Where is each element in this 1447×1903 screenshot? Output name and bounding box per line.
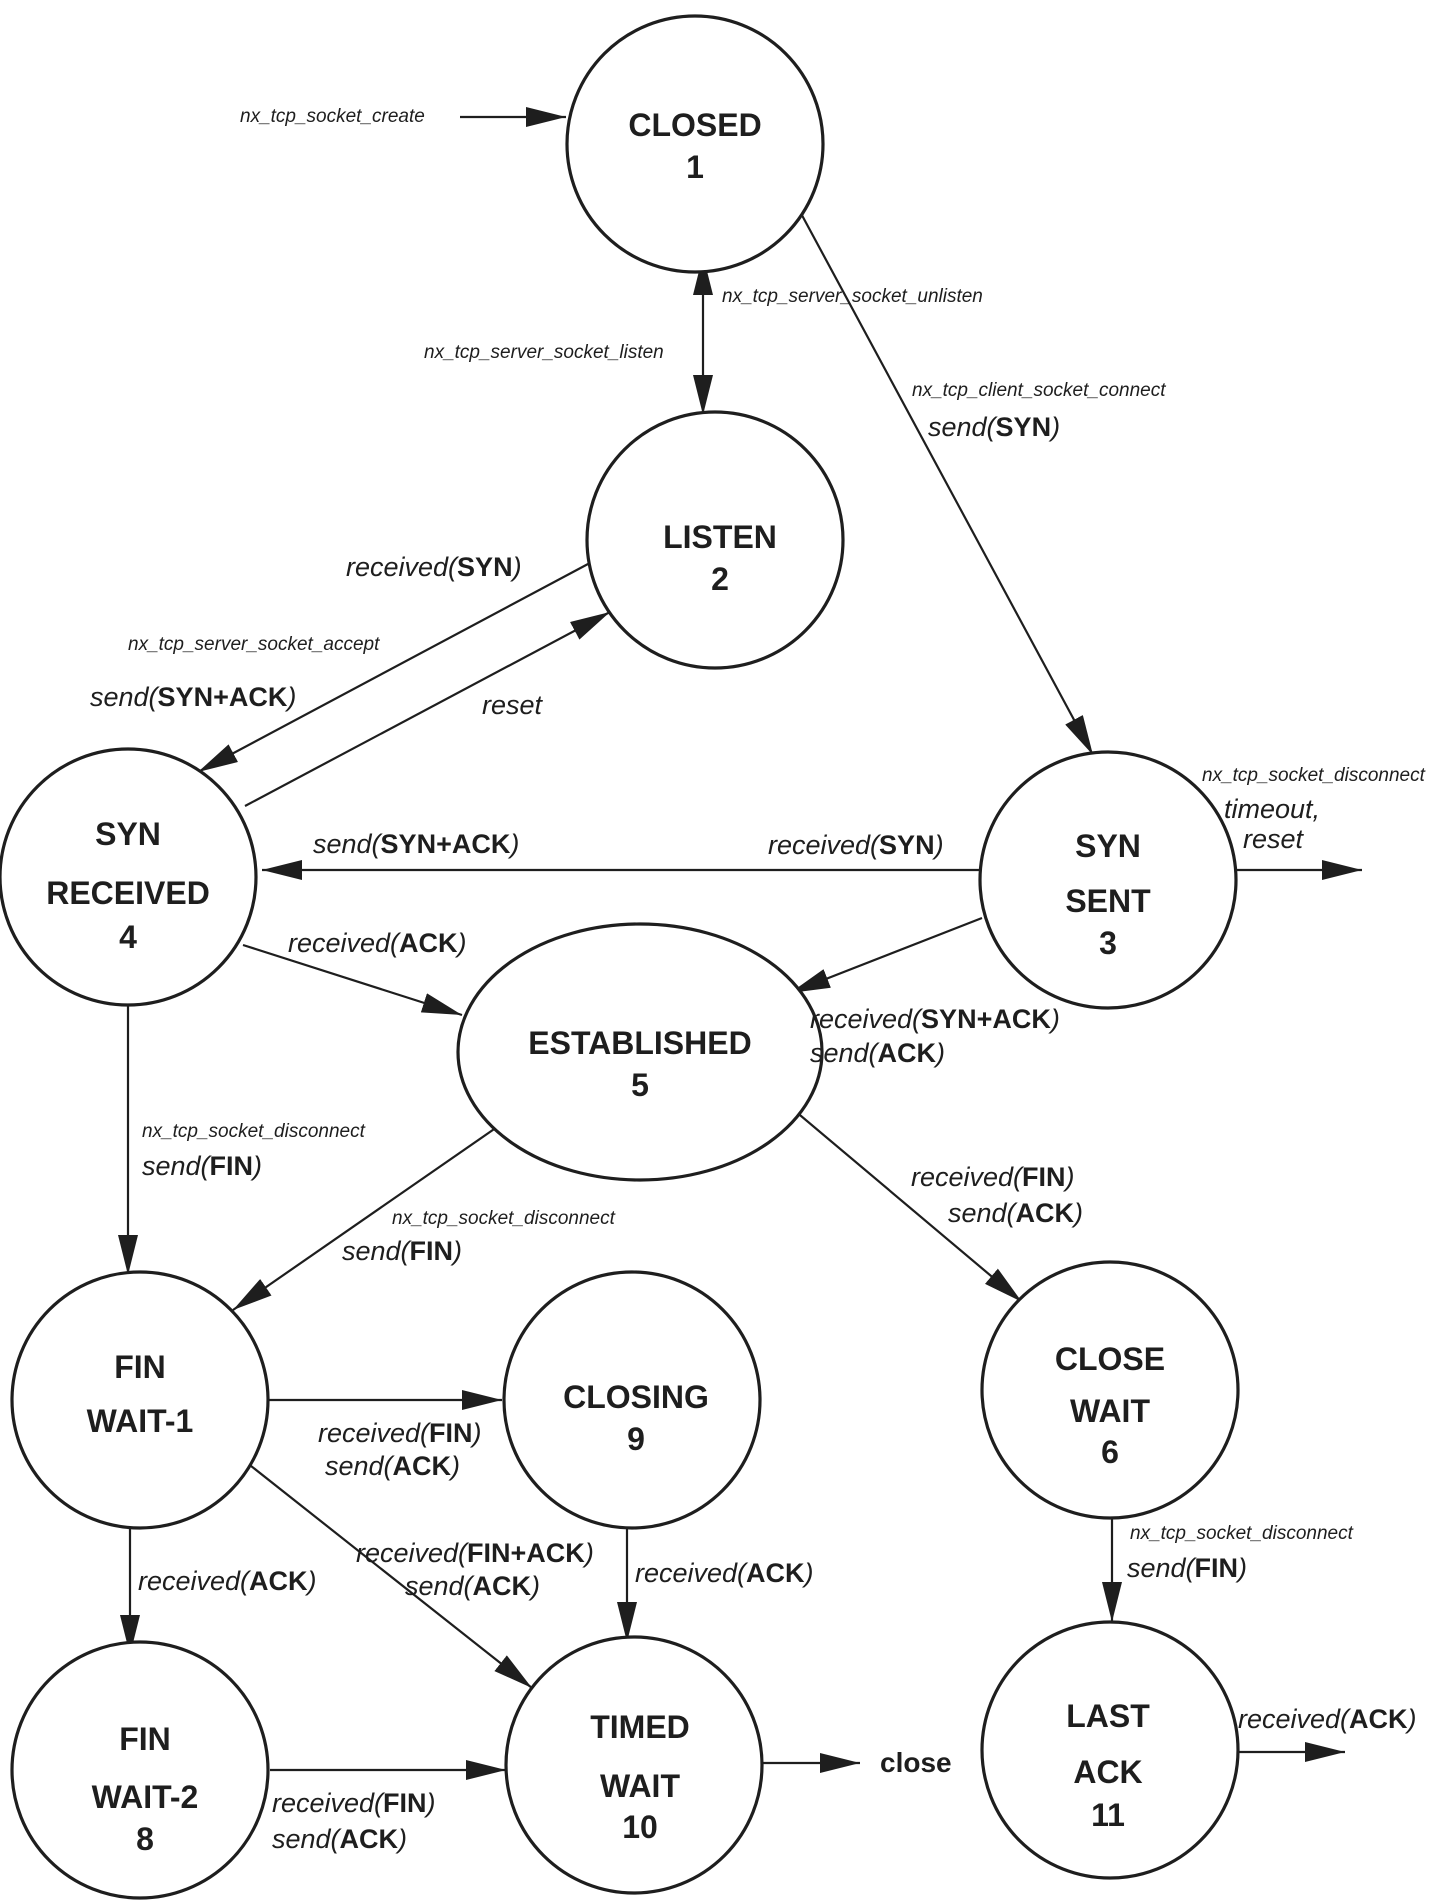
state-timed-wait: TIMED WAIT 10 [504,1635,764,1895]
state-established-name: ESTABLISHED [528,1025,751,1061]
label-client-connect: nx_tcp_client_socket_connect [912,380,1166,401]
state-closing: CLOSING 9 [502,1270,762,1530]
action-send-fin-closewait: send(FIN) [1127,1553,1247,1583]
state-syn-received-name-1: SYN [95,816,161,852]
state-closing-name: CLOSING [563,1379,709,1415]
state-timed-wait-name-2: WAIT [600,1768,680,1804]
label-server-accept: nx_tcp_server_socket_accept [128,634,380,655]
edge-listen-to-synrcvd [197,563,589,773]
label-disconnect-closewait: nx_tcp_socket_disconnect [1130,1523,1354,1544]
label-disconnect-synsent: nx_tcp_socket_disconnect [1202,765,1426,786]
action-send-synack-accept: send(SYN+ACK) [90,682,296,712]
edge-closed-to-synsent [796,205,1094,756]
state-syn-received-name-2: RECEIVED [46,875,210,911]
state-syn-sent: SYN SENT 3 [978,750,1238,1010]
state-last-ack-name-2: ACK [1073,1754,1142,1790]
state-fin-wait-2-number: 8 [136,1821,154,1857]
action-send-synack-synrcvd: send(SYN+ACK) [313,829,519,859]
action-received-synack: received(SYN+ACK) [810,1004,1060,1034]
state-closing-number: 9 [627,1421,645,1457]
edge-synrcvd-to-established [242,943,463,1017]
state-last-ack-number: 11 [1091,1797,1125,1833]
state-last-ack-name-1: LAST [1066,1698,1150,1734]
state-closed: CLOSED 1 [565,14,825,274]
state-closed-number: 1 [686,149,704,185]
action-received-syn-synsent: received(SYN) [768,830,944,860]
label-disconnect-established: nx_tcp_socket_disconnect [392,1208,616,1229]
state-close-wait: CLOSE WAIT 6 [980,1260,1240,1520]
action-received-syn-listen: received(SYN) [346,552,522,582]
state-close-wait-name-2: WAIT [1070,1393,1150,1429]
edge-synsent-to-established [789,916,983,995]
label-disconnect-synrcvd: nx_tcp_socket_disconnect [142,1121,366,1142]
state-closed-name: CLOSED [628,107,761,143]
state-fin-wait-1: FIN WAIT-1 [10,1270,270,1530]
state-fin-wait-1-name-2: WAIT-1 [87,1403,194,1439]
action-received-ack-finwait1: received(ACK) [138,1566,317,1596]
state-timed-wait-name-1: TIMED [590,1709,690,1745]
action-received-fin-finwait2: received(FIN) [272,1788,436,1818]
action-received-finack: received(FIN+ACK) [356,1538,594,1568]
state-established-number: 5 [631,1067,649,1103]
action-send-ack-established: send(ACK) [810,1038,945,1068]
edge-established-to-finwait1 [232,1124,501,1311]
edge-synrcvd-to-listen [244,611,611,807]
action-send-ack-finwait2: send(ACK) [272,1824,407,1854]
state-last-ack: LAST ACK 11 [980,1620,1240,1880]
state-syn-received: SYN RECEIVED 4 [0,747,258,1007]
action-reset: reset [482,690,544,720]
action-received-ack-synrcvd: received(ACK) [288,928,467,958]
state-fin-wait-2: FIN WAIT-2 8 [10,1640,270,1900]
action-send-ack-finack: send(ACK) [405,1571,540,1601]
action-reset-synsent: reset [1243,824,1305,854]
action-received-ack-lastack: received(ACK) [1238,1704,1417,1734]
label-socket-create: nx_tcp_socket_create [240,106,425,127]
action-send-ack-closewait: send(ACK) [948,1198,1083,1228]
label-server-unlisten: nx_tcp_server_socket_unlisten [722,286,983,307]
action-received-fin-finwait1: received(FIN) [318,1418,482,1448]
state-fin-wait-1-name-1: FIN [114,1349,166,1385]
state-close-wait-name-1: CLOSE [1055,1341,1165,1377]
state-listen-name: LISTEN [663,519,777,555]
action-send-syn-connect: send(SYN) [928,412,1060,442]
edge-finwait1-to-timedwait [245,1461,533,1689]
action-timeout: timeout, [1224,794,1320,824]
action-received-fin-established: received(FIN) [911,1162,1075,1192]
state-syn-received-number: 4 [119,919,137,955]
state-fin-wait-2-name-1: FIN [119,1721,171,1757]
state-close-wait-number: 6 [1101,1434,1119,1470]
state-listen-number: 2 [711,561,729,597]
edge-established-to-closewait [787,1104,1023,1303]
state-syn-sent-number: 3 [1099,925,1117,961]
state-syn-sent-name-2: SENT [1065,883,1151,919]
state-timed-wait-number: 10 [622,1809,658,1845]
action-received-ack-closing: received(ACK) [635,1558,814,1588]
label-close: close [880,1747,952,1778]
action-send-fin-established: send(FIN) [342,1236,462,1266]
state-established: ESTABLISHED 5 [456,922,824,1182]
state-fin-wait-2-name-2: WAIT-2 [92,1779,199,1815]
state-listen: LISTEN 2 [585,410,845,670]
action-send-ack-closing: send(ACK) [325,1451,460,1481]
label-server-listen: nx_tcp_server_socket_listen [424,342,664,363]
state-syn-sent-name-1: SYN [1075,828,1141,864]
action-send-fin-synrcvd: send(FIN) [142,1151,262,1181]
